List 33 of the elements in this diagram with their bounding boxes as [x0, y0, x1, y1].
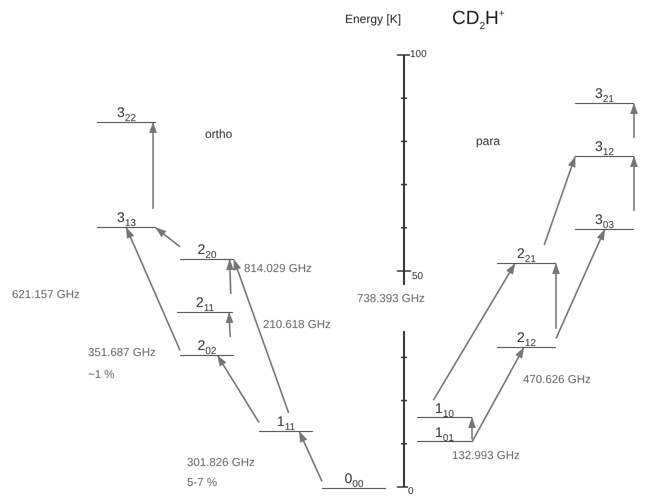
energy-level: 1$_{10}$ [417, 400, 472, 418]
transition-arrow [552, 262, 560, 329]
transition-arrow [226, 312, 234, 338]
energy-level: 0$_{00}$ [322, 470, 386, 489]
transition-arrow [543, 156, 576, 246]
axis-title: Energy [K] [345, 13, 402, 26]
transition-arrow [298, 430, 323, 482]
energy-level: 2$_{12}$ [497, 329, 556, 348]
transition-arrow [233, 258, 290, 414]
transition-arrow [630, 102, 638, 138]
transition-arrow [217, 355, 260, 423]
molecule-title: CD$_{2}$H$^{+}$ [452, 8, 505, 32]
energy-level: 3$_{22}$ [97, 104, 156, 123]
energy-level: 3$_{03}$ [575, 211, 634, 230]
energy-level: 2$_{02}$ [180, 337, 234, 356]
transition-arrow [432, 263, 516, 400]
transition-arrow [126, 226, 181, 351]
energy-level: 1$_{01}$ [417, 424, 472, 442]
energy-level: 2$_{20}$ [180, 241, 234, 260]
energy-level: 3$_{13}$ [97, 209, 156, 228]
transition-arrow [630, 156, 638, 211]
energy-level: 3$_{12}$ [575, 138, 634, 157]
transition-arrow [149, 122, 157, 209]
energy-level: 1$_{11}$ [259, 413, 313, 432]
energy-level: 3$_{21}$ [575, 85, 634, 104]
group-label: ortho [205, 128, 232, 141]
energy-level: 2$_{21}$ [497, 245, 556, 264]
transition-arrow [555, 228, 606, 339]
transition-arrow [471, 347, 524, 442]
transition-arrow [155, 227, 180, 248]
transition-arrow [226, 258, 234, 294]
energy-level: 2$_{11}$ [177, 294, 233, 313]
transition-arrow [468, 416, 476, 440]
